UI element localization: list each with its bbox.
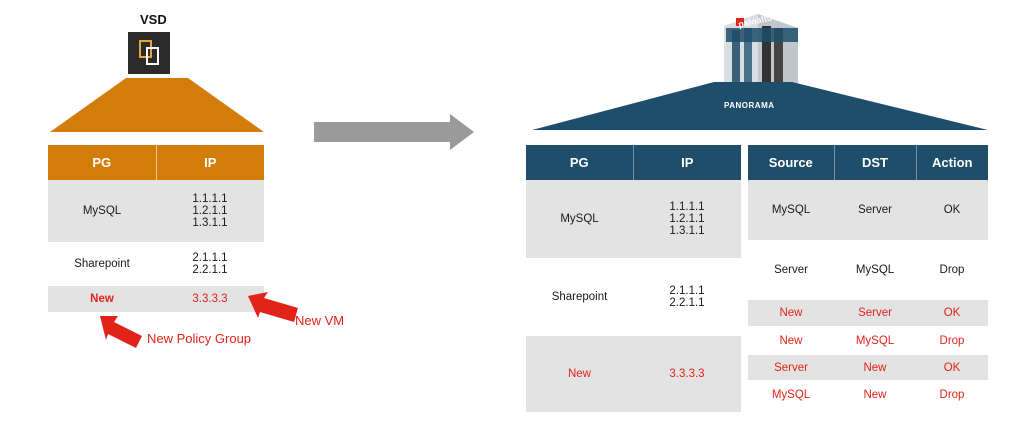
rule-action: OK [916, 354, 988, 382]
table-row: MySQL 1.1.1.1 1.2.1.1 1.3.1.1 [526, 180, 741, 258]
ip-value: 1.2.1.1 [669, 213, 705, 225]
vsd-header-ip: IP [156, 145, 264, 180]
ip-value: 1.1.1.1 [669, 201, 705, 213]
rules-header-dst: DST [834, 145, 917, 180]
transition-arrow-icon [314, 114, 474, 150]
table-row: New 3.3.3.3 [526, 336, 741, 412]
pg-name: MySQL [526, 180, 633, 258]
rule-action: OK [916, 300, 988, 328]
pg-ip-list: 2.1.1.1 2.2.1.1 [633, 258, 741, 336]
ip-value: 3.3.3.3 [156, 286, 264, 312]
pg-name: New [526, 336, 633, 412]
table-row: New 3.3.3.3 [48, 286, 264, 312]
rule-dst: New [834, 381, 916, 408]
table-row: New Server OK [748, 300, 988, 328]
rule-source: MySQL [748, 381, 834, 408]
rule-dst: Server [834, 180, 916, 240]
rule-action: Drop [916, 381, 988, 408]
vsd-pg-table: PG IP MySQL 1.1.1.1 1.2.1.1 1.3.1.1 Shar… [48, 145, 264, 312]
rule-dst: Server [834, 300, 916, 328]
rules-header-action: Action [916, 145, 988, 180]
pg-ip-list: 1.1.1.1 1.2.1.1 1.3.1.1 [156, 180, 264, 242]
ip-value: 3.3.3.3 [633, 336, 741, 412]
new-vm-arrow-icon [248, 292, 298, 322]
vsd-icon [128, 32, 170, 74]
rule-source: New [748, 300, 834, 328]
table-row: Sharepoint 2.1.1.1 2.2.1.1 [48, 242, 264, 286]
rule-action: Drop [916, 240, 988, 300]
pg-name: Sharepoint [526, 258, 633, 336]
ip-value: 1.3.1.1 [192, 217, 228, 229]
table-row: New MySQL Drop [748, 327, 988, 355]
new-policy-group-callout: New Policy Group [147, 331, 252, 346]
table-row: Server MySQL Drop [748, 240, 988, 300]
rule-dst: MySQL [834, 240, 916, 300]
ip-value: 2.1.1.1 [192, 252, 228, 264]
panorama-header-ip: IP [633, 145, 741, 180]
pg-ip-list: 2.1.1.1 2.2.1.1 [156, 242, 264, 286]
rule-dst: New [834, 354, 916, 382]
pg-ip-list: 1.1.1.1 1.2.1.1 1.3.1.1 [633, 180, 741, 258]
pg-name: MySQL [48, 180, 156, 242]
ip-value: 1.2.1.1 [192, 205, 228, 217]
table-row: Server New OK [748, 354, 988, 382]
panorama-label: PANORAMA [724, 101, 775, 110]
new-policy-group-arrow-icon [100, 316, 142, 348]
rule-source: New [748, 327, 834, 355]
ip-value: 1.3.1.1 [669, 225, 705, 237]
table-row: MySQL New Drop [748, 381, 988, 408]
vsd-title: VSD [140, 12, 167, 27]
new-vm-callout: New VM [295, 313, 345, 328]
ip-value: 2.1.1.1 [669, 285, 705, 297]
rule-action: Drop [916, 327, 988, 355]
ip-value: 1.1.1.1 [192, 193, 228, 205]
ip-value: 2.2.1.1 [669, 297, 705, 309]
rule-source: Server [748, 354, 834, 382]
panorama-funnel [532, 82, 988, 130]
panorama-rules-table: Source DST Action MySQL Server OK Server… [748, 145, 988, 408]
rule-source: MySQL [748, 180, 834, 240]
rule-action: OK [916, 180, 988, 240]
rules-header-source: Source [748, 145, 835, 180]
pg-name: Sharepoint [48, 242, 156, 286]
rule-dst: MySQL [834, 327, 916, 355]
pg-name: New [48, 286, 156, 312]
table-row: MySQL Server OK [748, 180, 988, 240]
table-row: MySQL 1.1.1.1 1.2.1.1 1.3.1.1 [48, 180, 264, 242]
panorama-header-pg: PG [526, 145, 634, 180]
rule-source: Server [748, 240, 834, 300]
vsd-funnel [50, 78, 264, 132]
table-row: Sharepoint 2.1.1.1 2.2.1.1 [526, 258, 741, 336]
ip-value: 2.2.1.1 [192, 264, 228, 276]
panorama-pg-table: PG IP MySQL 1.1.1.1 1.2.1.1 1.3.1.1 Shar… [526, 145, 741, 412]
vsd-header-pg: PG [48, 145, 157, 180]
